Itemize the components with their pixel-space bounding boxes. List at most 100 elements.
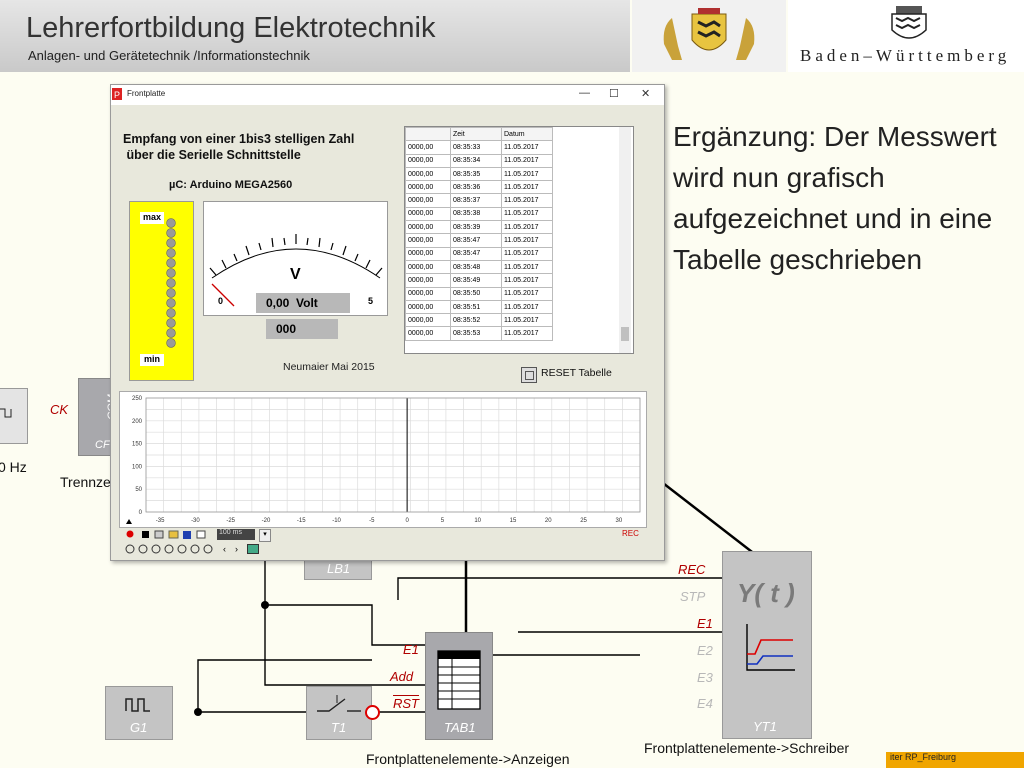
table-header-cell[interactable] <box>405 127 451 142</box>
x-tick-label: -15 <box>297 518 306 524</box>
table-cell: 08:35:35 <box>450 166 502 182</box>
heading-line-1: Empfang von einer 1bis3 stelligen Zahl <box>123 132 355 146</box>
table-cell: 08:35:49 <box>450 273 502 288</box>
signal-add-label: Add <box>390 669 414 684</box>
table-cell: 11.05.2017 <box>501 246 553 261</box>
axis-arrow-icon <box>126 519 132 524</box>
coat-of-arms-icon <box>663 8 755 60</box>
chart-toolbar: 100 ms ▾ ‹ › <box>119 528 645 558</box>
signal-rec-label: REC <box>678 562 706 577</box>
next-icon[interactable]: › <box>235 544 238 554</box>
table-cell: 08:35:38 <box>450 206 502 222</box>
scrollbar-thumb[interactable] <box>621 327 629 341</box>
led-column <box>166 218 176 348</box>
app-icon: P <box>112 88 122 100</box>
table-cell: 11.05.2017 <box>501 259 553 275</box>
signal-e1-label: E1 <box>403 642 419 657</box>
switch-block-t1[interactable]: T1 <box>306 686 372 740</box>
table-icon <box>437 650 481 710</box>
prev-icon[interactable]: ‹ <box>223 544 226 554</box>
led-bargraph: max min <box>129 201 194 381</box>
footer-badge: iter RP_Freiburg <box>886 752 1024 768</box>
clock-block[interactable] <box>0 388 28 444</box>
wire-junction <box>194 708 202 716</box>
g1-label: G1 <box>130 720 148 735</box>
table-cell: 0000,00 <box>405 259 451 275</box>
page-title: Lehrerfortbildung Elektrotechnik <box>26 12 436 44</box>
window-client: Empfang von einer 1bis3 stelligen Zahl ü… <box>111 105 664 560</box>
table-cell: 0000,00 <box>405 166 451 182</box>
table-block-tab1[interactable]: TAB1 <box>425 632 493 740</box>
table-header-cell[interactable]: Zeit <box>450 127 502 142</box>
open-icon <box>168 530 179 539</box>
y-tick-label: 150 <box>132 442 143 448</box>
controller-label: µC: Arduino MEGA2560 <box>169 179 293 191</box>
table-cell: 0000,00 <box>405 299 451 315</box>
table-cell: 11.05.2017 <box>501 206 553 222</box>
svg-text:P: P <box>114 90 120 100</box>
switch-icon <box>317 695 361 712</box>
annotation-text: Ergänzung: Der Messwert wird nun grafisc… <box>673 121 997 275</box>
table-cell: 08:35:50 <box>450 286 502 301</box>
meter-max-label: 5 <box>368 296 374 306</box>
x-tick-label: -5 <box>369 518 375 524</box>
x-tick-label: -30 <box>191 518 200 524</box>
y-tick-label: 250 <box>132 396 143 402</box>
table-cell: 08:35:51 <box>450 299 502 315</box>
close-button[interactable]: ✕ <box>641 88 651 100</box>
reset-table-label[interactable]: RESET Tabelle <box>541 367 612 379</box>
speed-select[interactable]: 100 ms <box>217 529 255 540</box>
signal-e1b-label: E1 <box>697 616 713 631</box>
table-cell: 0000,00 <box>405 313 451 328</box>
window-titlebar[interactable]: P Frontplatte — ☐ ✕ <box>111 85 664 105</box>
signal-e3-label: E3 <box>697 670 713 685</box>
x-tick-label: 5 <box>441 518 445 524</box>
com-block[interactable]: COM CF <box>78 378 118 456</box>
caption-schreiber: Frontplattenelemente->Schreiber <box>644 740 850 756</box>
plot-icon <box>746 624 795 671</box>
table-cell: 11.05.2017 <box>501 180 553 195</box>
minimize-button[interactable]: — <box>579 87 590 99</box>
save-icon <box>183 531 191 539</box>
plot-border <box>145 397 641 513</box>
speed-dropdown-icon[interactable]: ▾ <box>259 529 271 542</box>
tab1-label: TAB1 <box>444 720 476 735</box>
table-cell: 0000,00 <box>405 140 451 155</box>
table-cell: 11.05.2017 <box>501 299 553 315</box>
frontplatte-window[interactable]: P Frontplatte — ☐ ✕ Empfang von einer 1b… <box>110 84 665 561</box>
reset-checkbox[interactable] <box>521 367 537 383</box>
table-cell: 11.05.2017 <box>501 193 553 208</box>
signal-ck-label: CK <box>50 402 69 417</box>
meter-min-label: 0 <box>218 296 224 306</box>
table-cell: 08:35:53 <box>450 326 502 341</box>
export-icon[interactable] <box>247 544 259 554</box>
recorder-block-yt1[interactable]: Y( t ) YT1 <box>722 551 812 739</box>
page-subtitle: Anlagen- und Gerätetechnik /Informations… <box>28 48 310 63</box>
table-cell: 0000,00 <box>405 153 451 168</box>
window-title: Frontplatte <box>127 89 166 98</box>
table-cell: 0000,00 <box>405 286 451 301</box>
record-icon <box>126 530 134 538</box>
generator-block-g1[interactable]: G1 <box>105 686 173 740</box>
table-scrollbar[interactable] <box>619 127 631 353</box>
region-logo <box>788 0 1024 72</box>
table-cell: 0000,00 <box>405 273 451 288</box>
table-cell: 11.05.2017 <box>501 273 553 288</box>
table-cell: 11.05.2017 <box>501 233 553 248</box>
table-header-cell[interactable]: Datum <box>501 127 553 142</box>
maximize-button[interactable]: ☐ <box>609 88 619 100</box>
signal-stp-label: STP <box>680 589 706 604</box>
caption-anzeigen: Frontplattenelemente->Anzeigen <box>366 751 570 767</box>
print-icon <box>196 530 206 539</box>
